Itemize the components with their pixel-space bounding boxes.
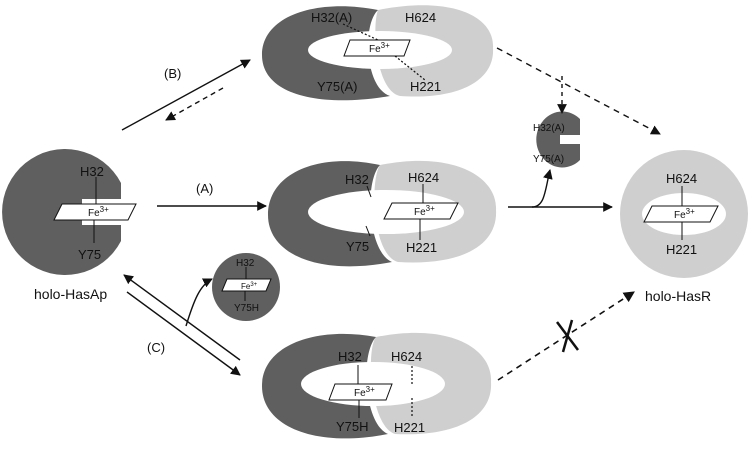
heme-plane xyxy=(221,278,272,292)
reaction-arrows xyxy=(121,47,661,381)
iron-symbol: Fe xyxy=(414,207,426,218)
holo-hasr-caption: holo-HasR xyxy=(645,288,711,304)
iron-charge: 3+ xyxy=(366,385,375,394)
heme-plane xyxy=(343,39,411,57)
mutant-tyr-label: Y75H xyxy=(234,303,259,314)
heme-plane xyxy=(53,203,137,221)
heme-plane xyxy=(383,202,459,220)
complex-a-iron-label: Fe3+ xyxy=(414,204,435,218)
mutant-y75h: H32 Y75H Fe3+ xyxy=(212,253,280,321)
complex-a-his221-label: H221 xyxy=(406,240,437,255)
complex-c-his-label: H32 xyxy=(338,349,362,364)
complex-c-his624-label: H624 xyxy=(391,349,422,364)
pathway-c-label: (C) xyxy=(147,340,165,355)
iron-symbol: Fe xyxy=(674,210,686,221)
apo-release-arrow xyxy=(531,169,553,208)
complex-b-to-hasr-arrow xyxy=(496,47,661,135)
mutant-iron-label: Fe3+ xyxy=(241,282,258,291)
pathway-c-reverse-arrow xyxy=(123,274,241,361)
complex-c: H32 H624 Y75H H221 Fe3+ xyxy=(262,332,492,439)
hasap-protein-shape xyxy=(536,111,580,168)
hasr-his624-label: H624 xyxy=(666,171,697,186)
iron-symbol: Fe xyxy=(88,208,100,219)
broken-his-contact xyxy=(342,23,379,41)
binding-cavity xyxy=(308,190,464,234)
iron-charge: 3+ xyxy=(426,204,435,213)
iron-symbol: Fe xyxy=(241,282,251,291)
complex-a-his624-label: H624 xyxy=(408,170,439,185)
hasap-iron-label: Fe3+ xyxy=(88,205,109,219)
complex-b: H32(A) H624 Y75(A) H221 Fe3+ xyxy=(262,5,494,101)
complex-a: H32 H624 Y75 H221 Fe3+ xyxy=(268,160,497,267)
iron-symbol: Fe xyxy=(354,388,366,399)
mutant-his-label: H32 xyxy=(236,258,255,269)
pathway-b-forward-arrow xyxy=(121,59,251,131)
complex-a-his-label: H32 xyxy=(345,172,369,187)
pathway-c-forward-arrow xyxy=(126,291,241,376)
complex-c-iron-label: Fe3+ xyxy=(354,385,375,399)
iron-charge: 3+ xyxy=(381,41,390,50)
pathway-a-label: (A) xyxy=(196,181,213,196)
complex-b-tyr-label: Y75(A) xyxy=(317,79,357,94)
iron-charge: 3+ xyxy=(250,282,257,288)
complex-b-his-label: H32(A) xyxy=(311,10,352,25)
heme-plane xyxy=(328,383,393,401)
hasr-his221-label: H221 xyxy=(666,242,697,257)
holo-hasap: H32 Y75 Fe3+ holo-HasAp xyxy=(2,149,137,302)
complex-b-his624-label: H624 xyxy=(405,10,436,25)
holo-hasr: H624 H221 Fe3+ holo-HasR xyxy=(620,150,748,304)
iron-symbol: Fe xyxy=(369,44,381,55)
hasap-tyr-label: Y75 xyxy=(78,247,101,262)
complex-b-his221-label: H221 xyxy=(410,79,441,94)
broken-tyr-contact xyxy=(394,55,426,81)
released-tyr-label: Y75(A) xyxy=(533,154,564,165)
complex-a-tyr-label: Y75 xyxy=(346,239,369,254)
iron-charge: 3+ xyxy=(686,207,695,216)
complex-c-his221-label: H221 xyxy=(394,420,425,435)
complex-c-tyr-label: Y75H xyxy=(336,419,369,434)
released-apo-mutant: H32(A) Y75(A) xyxy=(533,111,580,168)
holo-hasap-caption: holo-HasAp xyxy=(34,286,107,302)
mutant-release-arrow xyxy=(185,278,213,327)
hasr-iron-label: Fe3+ xyxy=(674,207,695,221)
tyr-ligand-bond xyxy=(365,225,371,237)
pathway-b-label: (B) xyxy=(164,66,181,81)
blocked-cross-mark-b xyxy=(561,319,574,353)
hasap-his-label: H32 xyxy=(80,164,104,179)
heme-plane xyxy=(643,205,719,223)
released-his-label: H32(A) xyxy=(533,123,565,134)
iron-charge: 3+ xyxy=(100,205,109,214)
complex-b-iron-label: Fe3+ xyxy=(369,41,390,55)
his-ligand-bond xyxy=(366,185,372,198)
pathway-b-reverse-arrow xyxy=(165,87,224,121)
